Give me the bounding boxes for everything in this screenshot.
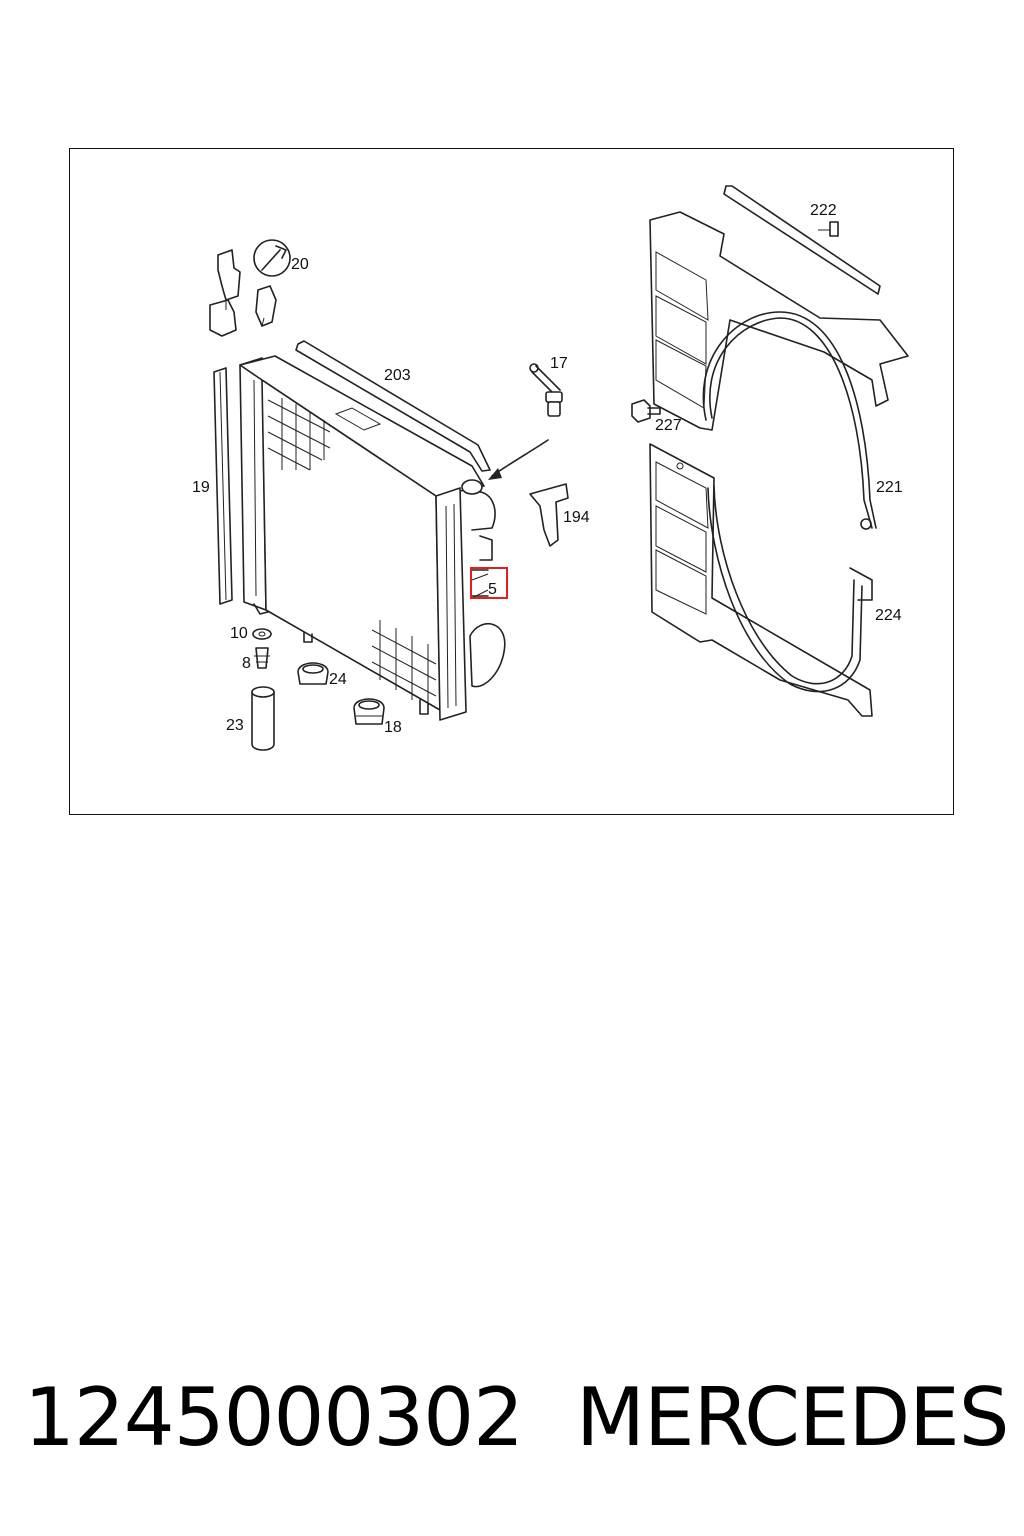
callout-224[interactable]: 224 [875,607,902,624]
seal-strip-203 [295,340,491,472]
wrench-icon [253,239,291,277]
bushing-8 [254,647,270,669]
brand-name: MERCEDES [576,1371,1010,1464]
rubber-mount-24 [297,662,329,685]
caption: 1245000302 MERCEDES [24,1368,1014,1468]
fan-shroud-upper [649,211,909,431]
arrow-head-icon [488,468,502,480]
bracket-194 [529,483,569,547]
diagram-frame [69,148,954,815]
part-number: 1245000302 [24,1371,524,1464]
callout-19[interactable]: 19 [192,479,210,496]
pointer-arrow [491,439,549,477]
callout-20[interactable]: 20 [291,256,309,273]
callout-10[interactable]: 10 [230,625,248,642]
bolt-227 [631,399,661,423]
callout-227[interactable]: 227 [655,417,682,434]
fan-shroud-lower [649,443,873,717]
seal-strip-222 [723,185,881,295]
rubber-mount-23 [353,698,385,725]
callout-18[interactable]: 23 [226,717,244,734]
clip-part-20 [209,249,277,337]
callout-221[interactable]: 221 [876,479,903,496]
fan-ring-221 [702,311,877,530]
callout-17[interactable]: 17 [550,355,568,372]
callout-203[interactable]: 203 [384,367,411,384]
side-seal-19 [213,367,233,605]
radiator-core [239,355,506,721]
callout-24[interactable]: 24 [329,671,347,688]
sleeve-18 [251,686,275,751]
callout-5[interactable]: 5 [488,581,497,598]
washer-10 [252,628,272,640]
bleed-valve-17 [529,363,563,417]
leader-line-5 [471,573,489,599]
callout-23[interactable]: 18 [384,719,402,736]
callout-194[interactable]: 194 [563,509,590,526]
highlight-box-5 [470,567,508,599]
fan-ring-224 [707,485,873,693]
callout-8[interactable]: 8 [242,655,251,672]
callout-222[interactable]: 222 [810,202,837,219]
